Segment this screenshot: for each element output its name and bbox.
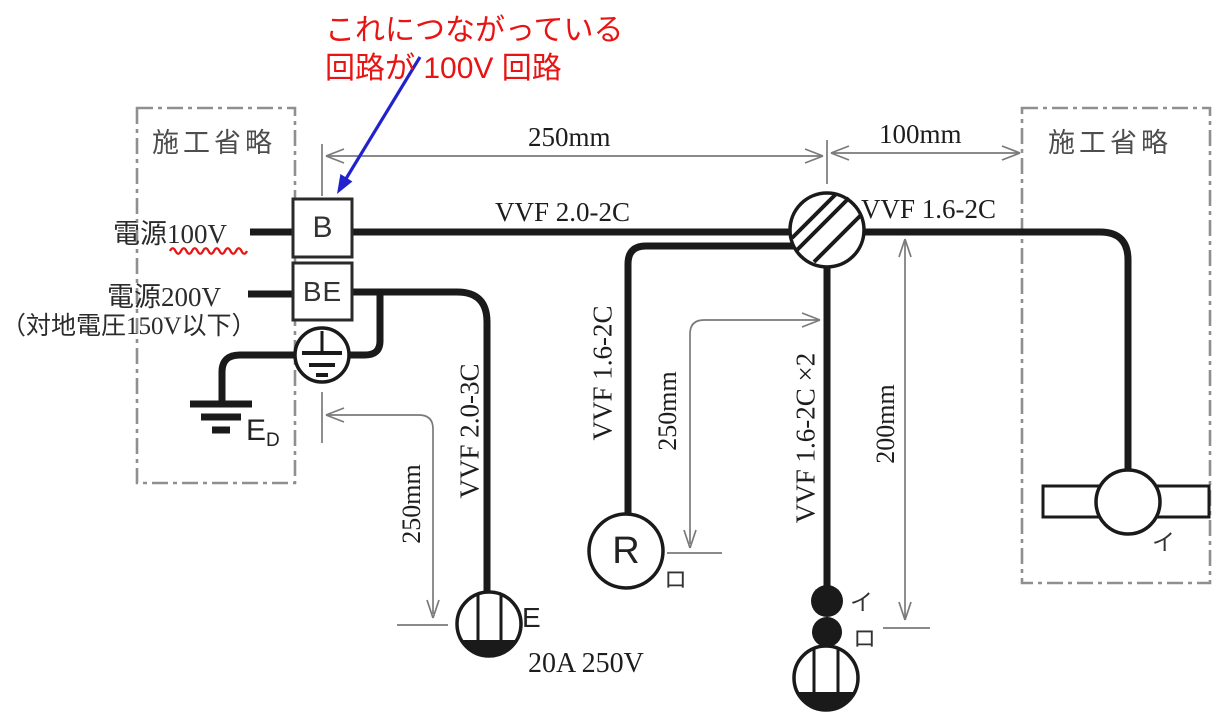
switch-dot-i — [811, 585, 843, 617]
switch-top-label: イ — [850, 590, 873, 615]
dim-middle-drop-label: 250mm — [653, 371, 682, 451]
right-omitted-box-border — [1020, 106, 1212, 585]
cable-main-left-label: VVF 2.0-2C — [495, 197, 631, 227]
annotation-line1: これにつながっている — [325, 14, 624, 47]
dim-right-drop-label: 200mm — [871, 384, 900, 464]
cable-r-drop-label: VVF 1.6-2C — [587, 305, 618, 441]
source-200v-label: 電源200V — [107, 282, 221, 312]
outlet-e-label: E — [522, 602, 541, 633]
breaker-be-label: BE — [302, 275, 343, 307]
right-omitted-label: 施工省略 — [1048, 128, 1172, 158]
outlet-rating-label: 20A 250V — [528, 648, 644, 679]
wire-earth-electrode — [218, 351, 295, 401]
switch-dot-ro — [812, 617, 842, 647]
cable-outlet-drop-label: VVF 2.0-3C — [454, 363, 485, 499]
ceiling-light-symbol — [1041, 468, 1211, 536]
dim-top-left-label: 250mm — [528, 122, 611, 152]
wire-jb-to-r — [624, 242, 800, 513]
switch-bottom-label: ロ — [853, 626, 876, 651]
red-wavy-underline — [168, 247, 249, 255]
breaker-b-box — [291, 197, 354, 259]
cable-main-right-label: VVF 1.6-2C — [861, 194, 997, 224]
breaker-b-label: B — [312, 211, 333, 244]
lamp-receptacle-symbol — [587, 512, 665, 590]
annotation-line2: 回路が 100V 回路 — [325, 52, 562, 85]
junction-box-symbol — [788, 191, 866, 269]
wire-be-earth-branch — [350, 295, 384, 359]
r-device-label: R — [612, 529, 640, 572]
breaker-be-box — [291, 261, 354, 322]
dim-top-right-label: 100mm — [879, 119, 962, 149]
receptacle-symbol-ro — [792, 644, 860, 712]
wires — [218, 228, 1132, 592]
dim-left-drop-label: 250mm — [397, 464, 426, 544]
left-omitted-label: 施工省略 — [152, 128, 276, 158]
dimension-lines — [321, 140, 1021, 629]
light-circuit-label: イ — [1152, 530, 1175, 555]
earth-terminal-symbol — [293, 326, 351, 384]
wire-main-100v — [352, 228, 1132, 470]
source-100v-label: 電源100V — [113, 219, 227, 249]
r-circuit-label: ロ — [664, 567, 687, 592]
receptacle-symbol-e — [455, 590, 523, 658]
earth-electrode-label: ED — [246, 414, 280, 451]
ground-electrode-symbol — [190, 400, 252, 434]
cable-switch-drop-label: VVF 1.6-2C ×2 — [790, 352, 821, 524]
annotation-arrow-icon — [337, 56, 422, 194]
source-200v-note: （対地電圧150V以下） — [1, 313, 257, 340]
wire-be-to-outlet — [352, 288, 491, 592]
